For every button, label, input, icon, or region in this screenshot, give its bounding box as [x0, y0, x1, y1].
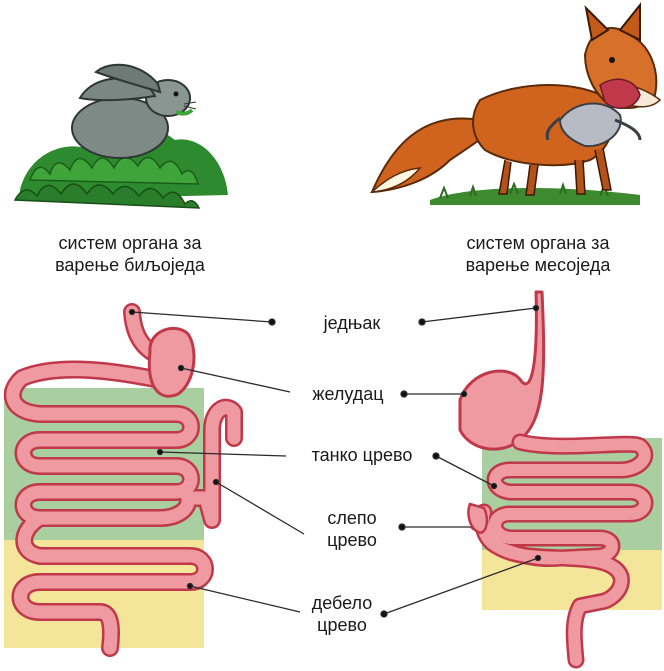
label-stomach: желудац — [292, 383, 404, 405]
label-esophagus-text: једњак — [292, 312, 412, 334]
rabbit-illustration — [15, 65, 228, 208]
fox-illustration — [372, 5, 660, 205]
label-stomach-text: желудац — [292, 383, 404, 405]
carnivore-caption-line2: варење месоједа — [418, 254, 658, 276]
herbivore-caption: систем органа за варење биљоједа — [10, 232, 250, 276]
label-cecum: слепо црево — [304, 507, 400, 551]
label-large-intestine-line2: црево — [300, 614, 384, 636]
label-cecum-line2: црево — [304, 529, 400, 551]
label-small-intestine-text: танко црево — [288, 444, 436, 466]
label-cecum-line1: слепо — [304, 507, 400, 529]
label-large-intestine-line1: дебело — [300, 592, 384, 614]
label-esophagus: једњак — [292, 312, 412, 334]
label-small-intestine: танко црево — [288, 444, 436, 466]
herbivore-caption-line1: систем органа за — [10, 232, 250, 254]
label-large-intestine: дебело црево — [300, 592, 384, 636]
carnivore-caption: систем органа за варење месоједа — [418, 232, 658, 276]
carnivore-caption-line1: систем органа за — [418, 232, 658, 254]
herbivore-caption-line2: варење биљоједа — [10, 254, 250, 276]
